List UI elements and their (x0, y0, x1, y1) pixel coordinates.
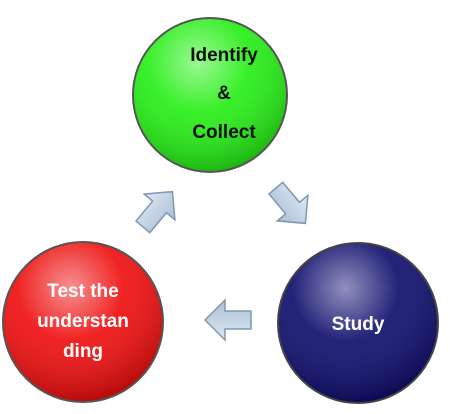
arrow-study-to-test (203, 298, 252, 342)
node-test: Test the understan ding (2, 241, 164, 403)
node-test-line-3: ding (63, 341, 103, 362)
node-test-line-1: Test the (47, 281, 118, 302)
node-test-gloss (4, 243, 162, 401)
node-identify-gloss (134, 19, 286, 171)
node-study-line-1: Study (332, 314, 385, 335)
node-test-line-2: understan (37, 311, 129, 332)
node-identify-line-3: Collect (192, 122, 256, 143)
arrow-identify-to-study (267, 181, 309, 225)
node-identify: Identify & Collect (132, 17, 288, 173)
node-identify-line-2: & (217, 83, 231, 104)
node-study-gloss (279, 244, 437, 402)
node-identify-line-1: Identify (190, 45, 258, 66)
arrow-test-to-identify (134, 190, 176, 234)
node-study: Study (277, 242, 439, 404)
